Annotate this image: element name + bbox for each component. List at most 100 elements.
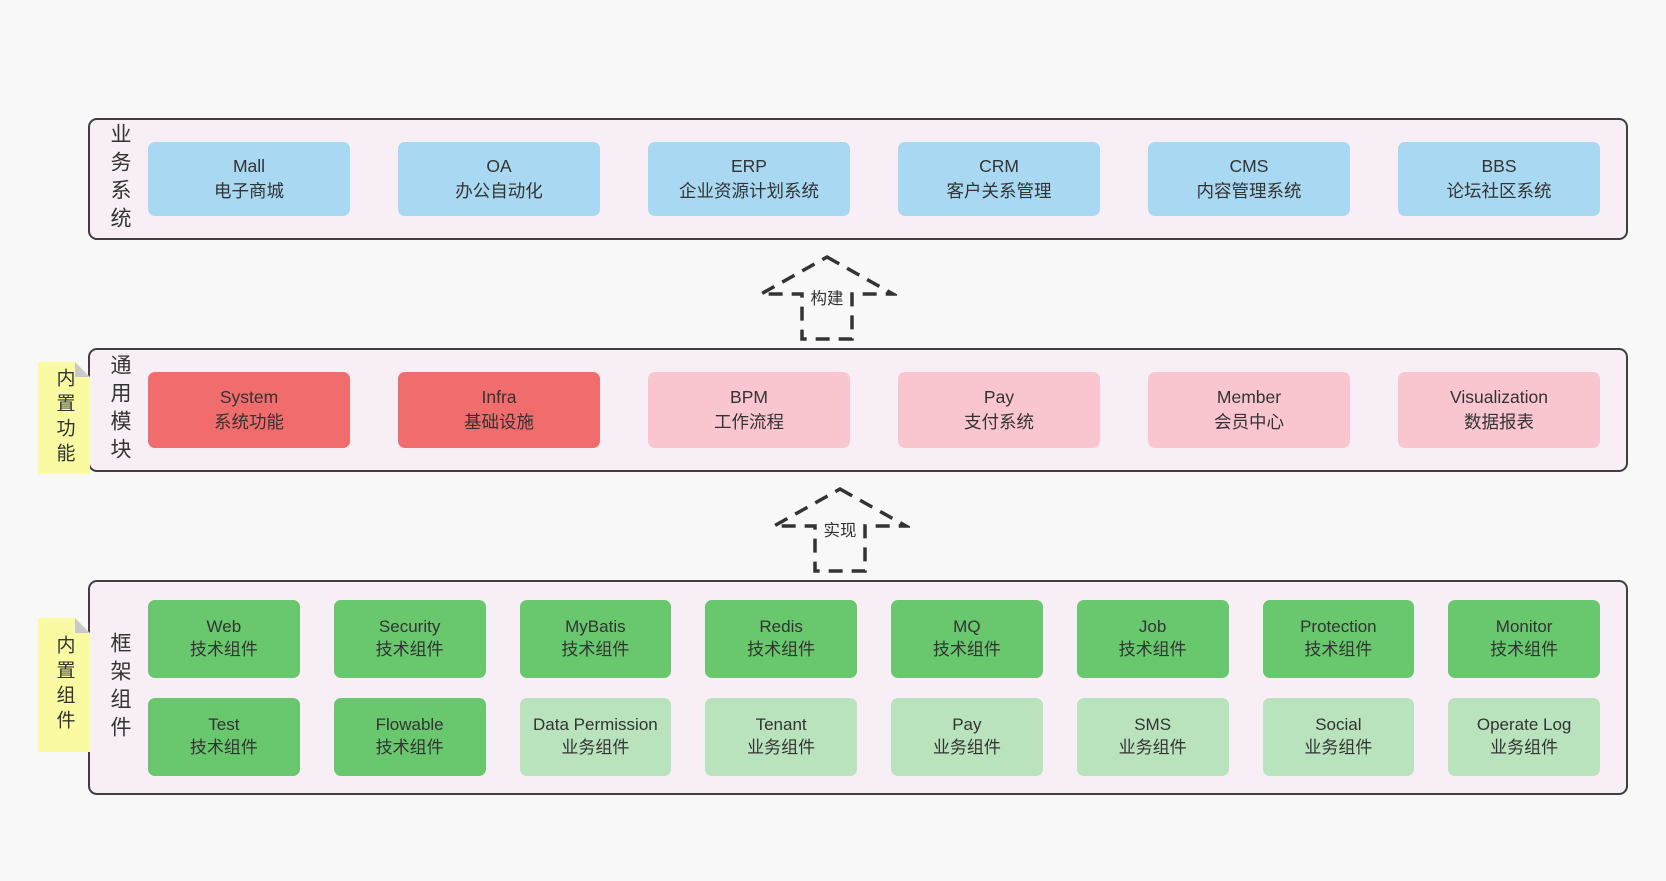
box-subtitle: 业务组件: [1304, 737, 1373, 757]
box-bpm: BPM 工作流程: [648, 372, 850, 448]
box-subtitle: 工作流程: [714, 412, 784, 432]
box-subtitle: 技术组件: [189, 737, 258, 757]
box-title: Web: [206, 617, 242, 637]
box-security: Security 技术组件: [333, 599, 486, 678]
box-subtitle: 内容管理系统: [1196, 181, 1302, 201]
up-arrow-icon: [757, 254, 897, 341]
box-flowable: Flowable 技术组件: [333, 697, 486, 776]
box-title: Security: [378, 617, 441, 637]
box-title: CMS: [1229, 155, 1269, 176]
box-title: Test: [208, 715, 240, 735]
box-subtitle: 业务组件: [561, 737, 630, 757]
box-subtitle: 论坛社区系统: [1446, 181, 1552, 201]
box-title: Mall: [232, 155, 266, 176]
box-erp: ERP 企业资源计划系统: [648, 142, 850, 216]
panel-business-label: 业务系统: [108, 123, 131, 235]
box-mall: Mall 电子商城: [148, 142, 350, 216]
box-subtitle: 业务组件: [1490, 737, 1559, 757]
arrow-implement-label: 实现: [819, 516, 861, 542]
note-text: 内置组件: [53, 635, 75, 735]
box-subtitle: 技术组件: [375, 737, 444, 757]
box-tenant: Tenant 业务组件: [705, 697, 857, 776]
box-subtitle: 电子商城: [214, 181, 284, 201]
box-title: Operate Log: [1476, 715, 1572, 735]
box-subtitle: 技术组件: [375, 639, 444, 659]
panel-framework-components: 框架组件 Web 技术组件 Security 技术组件 MyBatis 技术组件…: [88, 580, 1628, 795]
box-title: Monitor: [1495, 617, 1553, 637]
box-social: Social 业务组件: [1262, 697, 1415, 776]
box-mq: MQ 技术组件: [891, 599, 1043, 678]
box-title: Flowable: [375, 715, 444, 735]
box-subtitle: 业务组件: [747, 737, 816, 757]
components-grid: Web 技术组件 Security 技术组件 MyBatis 技术组件 Redi…: [148, 582, 1626, 793]
box-subtitle: 技术组件: [1118, 639, 1187, 659]
box-subtitle: 数据报表: [1464, 412, 1534, 432]
box-title: MyBatis: [565, 617, 626, 637]
box-title: BPM: [730, 386, 768, 407]
box-subtitle: 技术组件: [932, 639, 1001, 659]
panel-business-systems: 业务系统 Mall 电子商城 OA 办公自动化 ERP 企业资源计划系统 CRM…: [88, 118, 1628, 240]
box-title: OA: [486, 155, 512, 176]
box-subtitle: 业务组件: [932, 737, 1001, 757]
note-built-in-features: 内置功能: [38, 362, 90, 474]
box-title: ERP: [731, 155, 767, 176]
box-operate-log: Operate Log 业务组件: [1448, 697, 1600, 776]
box-title: Member: [1216, 386, 1282, 407]
box-title: MQ: [953, 617, 981, 637]
box-subtitle: 基础设施: [464, 412, 534, 432]
box-subtitle: 系统功能: [214, 412, 284, 432]
box-title: SMS: [1134, 715, 1172, 735]
box-title: Tenant: [755, 715, 807, 735]
box-pay-business: Pay 业务组件: [891, 697, 1043, 776]
box-subtitle: 业务组件: [1118, 737, 1187, 757]
box-title: Redis: [759, 617, 803, 637]
business-box-row: Mall 电子商城 OA 办公自动化 ERP 企业资源计划系统 CRM 客户关系…: [148, 120, 1626, 238]
box-web: Web 技术组件: [148, 599, 300, 678]
box-title: BBS: [1481, 155, 1517, 176]
box-system: System 系统功能: [148, 372, 350, 448]
box-title: Pay: [952, 715, 982, 735]
box-title: Protection: [1300, 617, 1377, 637]
box-title: Social: [1315, 715, 1362, 735]
box-sms: SMS 业务组件: [1076, 697, 1229, 776]
box-subtitle: 办公自动化: [455, 181, 543, 201]
box-protection: Protection 技术组件: [1262, 599, 1415, 678]
box-mybatis: MyBatis 技术组件: [519, 599, 672, 678]
box-subtitle: 技术组件: [561, 639, 630, 659]
box-visualization: Visualization 数据报表: [1398, 372, 1600, 448]
box-subtitle: 技术组件: [747, 639, 816, 659]
up-arrow-icon: [770, 486, 910, 573]
box-cms: CMS 内容管理系统: [1148, 142, 1350, 216]
box-title: Pay: [983, 386, 1015, 407]
panel-components-label: 框架组件: [108, 631, 131, 744]
box-title: Job: [1138, 617, 1167, 637]
box-test: Test 技术组件: [148, 697, 300, 776]
box-crm: CRM 客户关系管理: [898, 142, 1100, 216]
arrow-build: 构建: [757, 254, 897, 342]
box-subtitle: 企业资源计划系统: [679, 181, 819, 201]
box-oa: OA 办公自动化: [398, 142, 600, 216]
box-subtitle: 会员中心: [1214, 412, 1284, 432]
modules-box-row: System 系统功能 Infra 基础设施 BPM 工作流程 Pay 支付系统…: [148, 350, 1626, 470]
box-subtitle: 支付系统: [964, 412, 1034, 432]
box-job: Job 技术组件: [1076, 599, 1229, 678]
note-built-in-components: 内置组件: [38, 618, 90, 752]
box-title: Data Permission: [533, 715, 658, 735]
box-subtitle: 技术组件: [189, 639, 258, 659]
box-bbs: BBS 论坛社区系统: [1398, 142, 1600, 216]
box-title: System: [219, 386, 279, 407]
box-redis: Redis 技术组件: [705, 599, 857, 678]
panel-modules-label: 通用模块: [108, 354, 131, 466]
box-title: Infra: [481, 386, 517, 407]
box-subtitle: 客户关系管理: [946, 181, 1052, 201]
note-text: 内置功能: [53, 368, 75, 468]
box-infra: Infra 基础设施: [398, 372, 600, 448]
box-data-permission: Data Permission 业务组件: [519, 697, 672, 776]
panel-common-modules: 通用模块 System 系统功能 Infra 基础设施 BPM 工作流程 Pay…: [88, 348, 1628, 472]
arrow-implement: 实现: [770, 486, 910, 574]
box-pay: Pay 支付系统: [898, 372, 1100, 448]
box-member: Member 会员中心: [1148, 372, 1350, 448]
box-subtitle: 技术组件: [1304, 639, 1373, 659]
arrow-build-label: 构建: [806, 284, 848, 310]
box-subtitle: 技术组件: [1490, 639, 1559, 659]
